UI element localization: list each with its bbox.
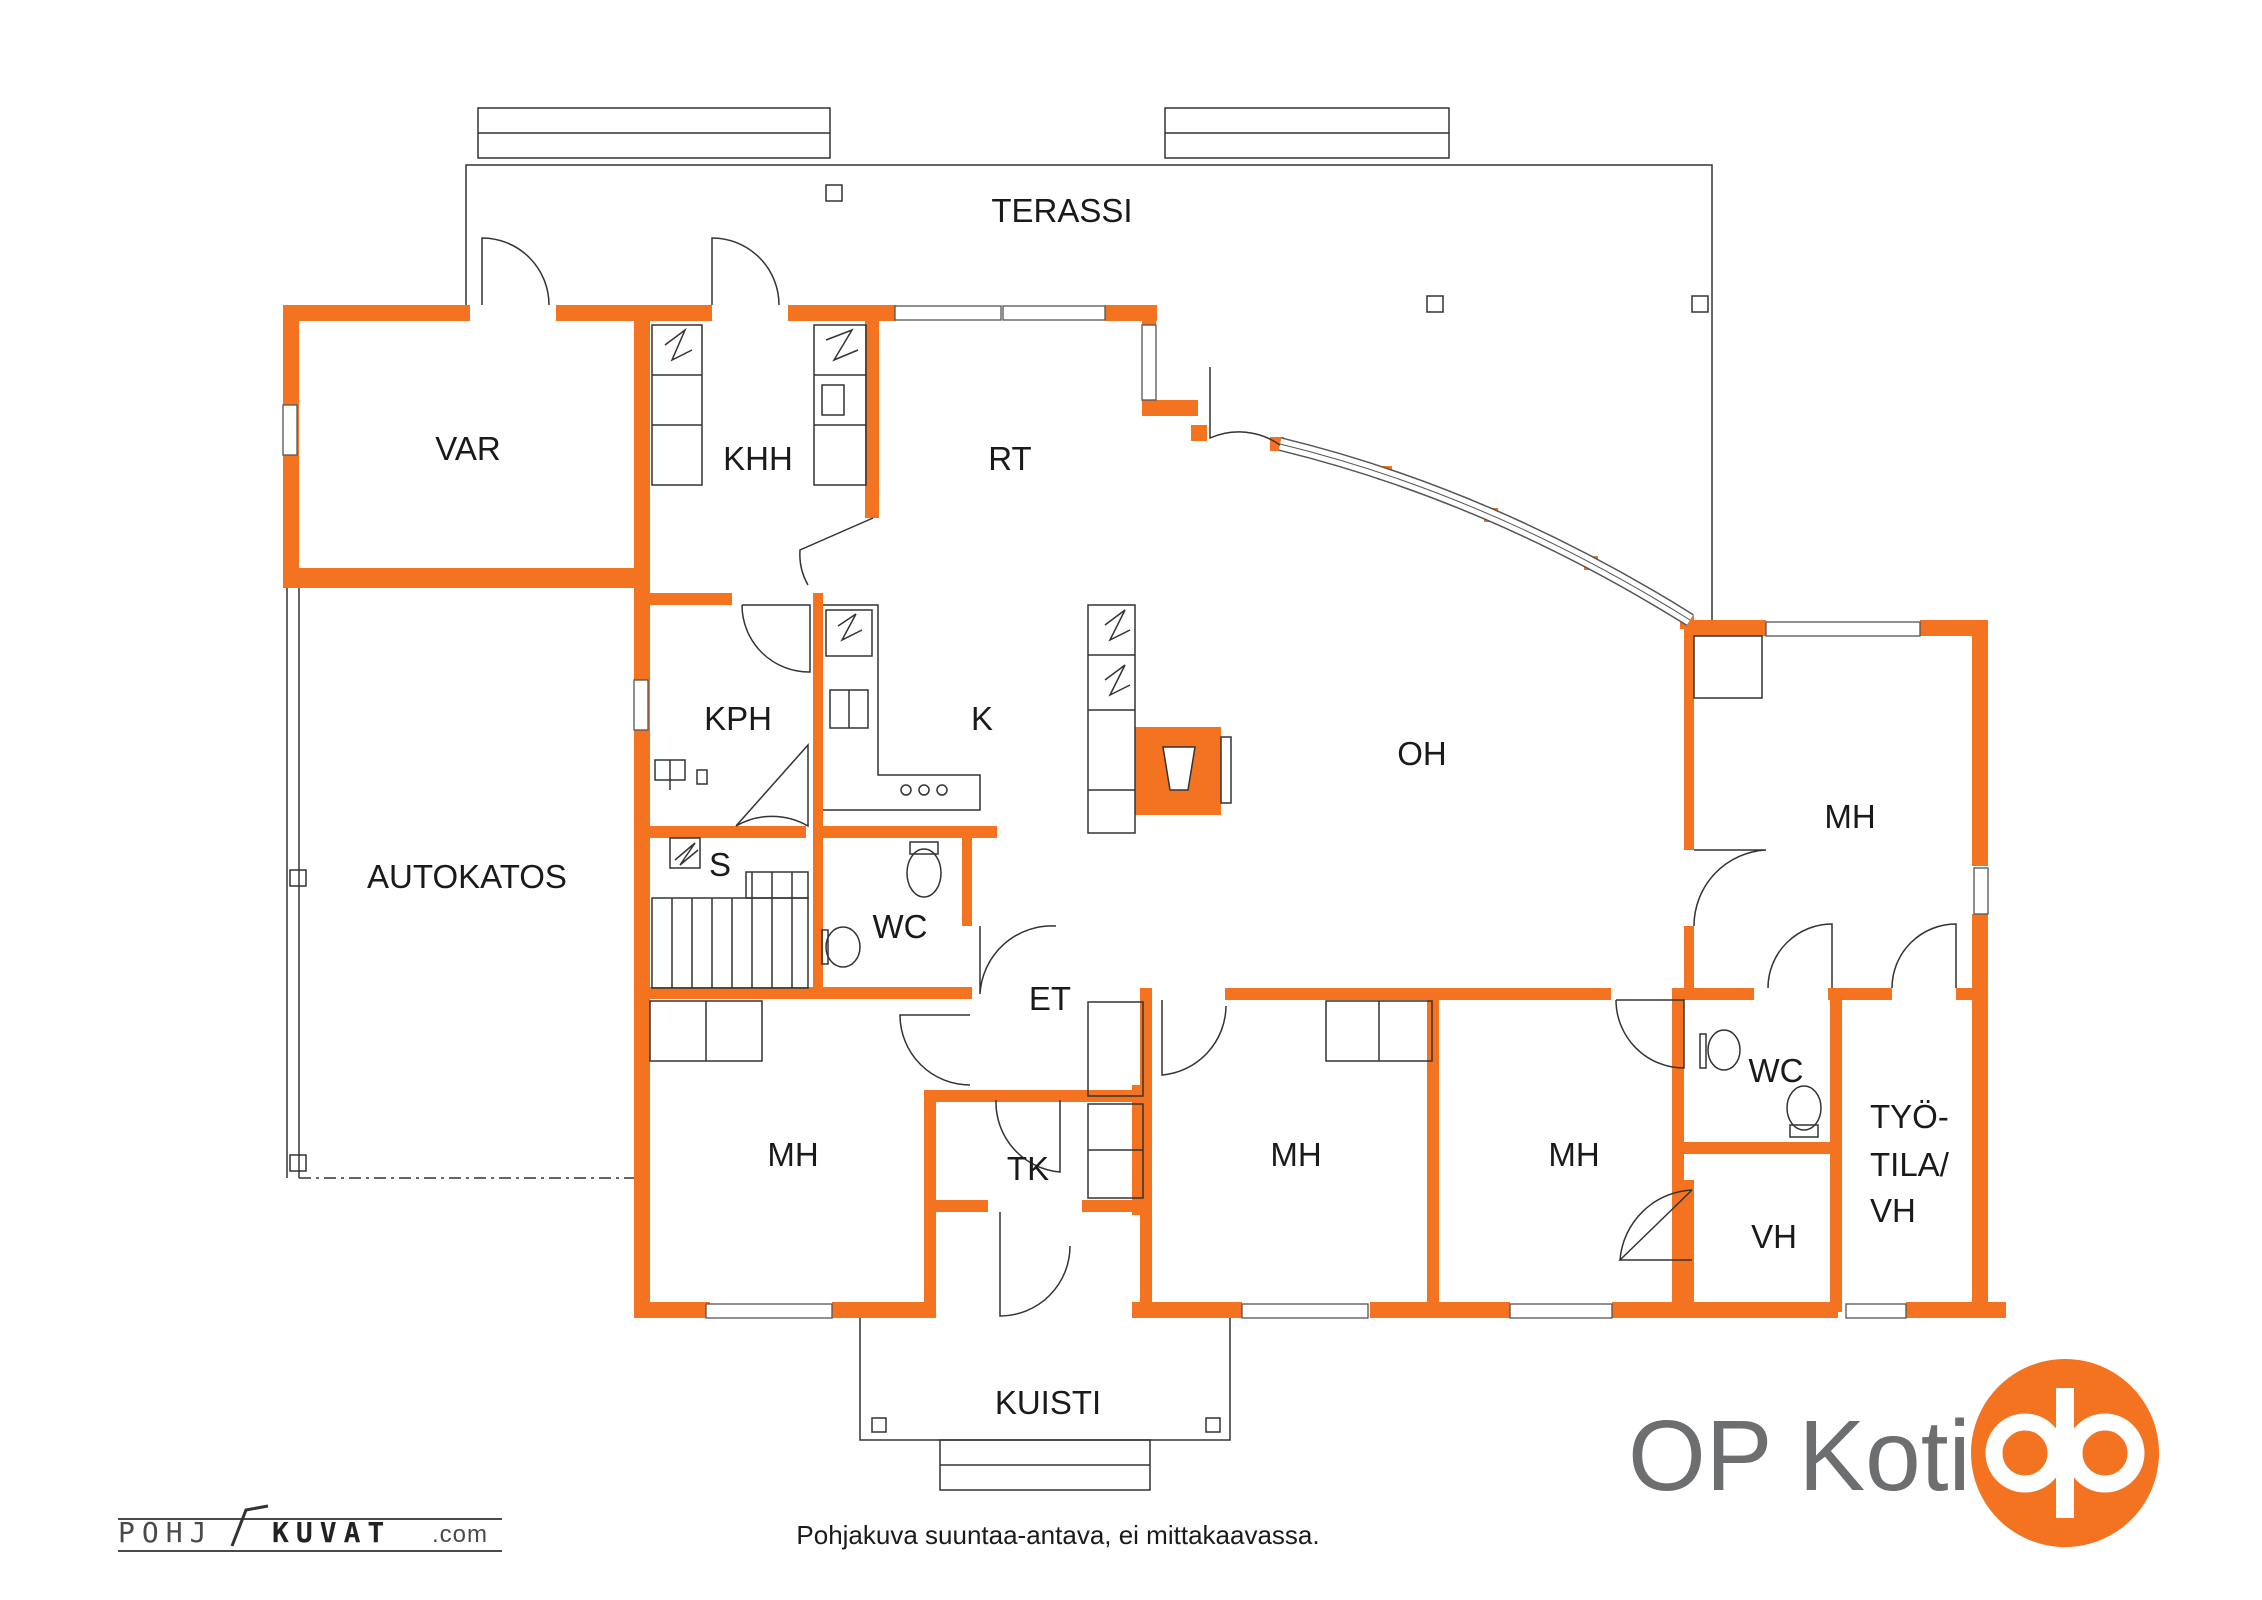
room-label-tyotila-3: VH <box>1870 1192 1916 1229</box>
room-label-vh: VH <box>1751 1218 1797 1255</box>
room-label-var: VAR <box>435 430 500 467</box>
room-label-k: K <box>971 700 993 737</box>
room-label-tyotila-1: TYÖ- <box>1870 1098 1949 1135</box>
room-label-tk: TK <box>1007 1150 1049 1187</box>
walls <box>283 305 2006 1318</box>
room-label-mh-1: MH <box>767 1136 818 1173</box>
room-label-rt: RT <box>988 440 1031 477</box>
terrace-outline <box>465 107 1713 630</box>
room-label-mh-2: MH <box>1270 1136 1321 1173</box>
room-label-s: S <box>709 846 731 883</box>
porch-outline <box>859 1318 1231 1491</box>
pohjakuvat-logo: POHJ KUVAT .com <box>118 1504 502 1552</box>
logo-part-1: POHJ <box>118 1516 213 1549</box>
brand-name: OP Koti <box>1628 1400 1971 1512</box>
disclaimer-text: Pohjakuva suuntaa-antava, ei mittakaavas… <box>796 1520 1319 1550</box>
room-label-khh: KHH <box>723 440 793 477</box>
room-label-mh-3: MH <box>1548 1136 1599 1173</box>
room-label-oh: OH <box>1397 735 1447 772</box>
room-label-kph: KPH <box>704 700 772 737</box>
room-label-wc-2: WC <box>1749 1052 1804 1089</box>
room-labels: TERASSI VAR KHH RT KPH K OH AUTOKATOS S … <box>367 192 1950 1421</box>
room-label-tyotila-2: TILA/ <box>1870 1146 1950 1183</box>
room-label-wc-1: WC <box>873 908 928 945</box>
carport-outline <box>286 588 636 1179</box>
windows <box>282 305 1989 1319</box>
room-label-terassi: TERASSI <box>991 192 1132 229</box>
room-label-autokatos: AUTOKATOS <box>367 858 567 895</box>
room-label-et: ET <box>1029 980 1071 1017</box>
op-koti-brand: OP Koti <box>1628 1359 2159 1547</box>
op-logo-icon <box>1971 1359 2159 1547</box>
logo-part-2: KUVAT <box>272 1516 391 1549</box>
fixtures <box>649 324 1822 1199</box>
room-label-kuisti: KUISTI <box>995 1384 1101 1421</box>
room-label-mh-east: MH <box>1824 798 1875 835</box>
logo-part-3: .com <box>432 1521 488 1548</box>
doors <box>481 237 1957 1317</box>
